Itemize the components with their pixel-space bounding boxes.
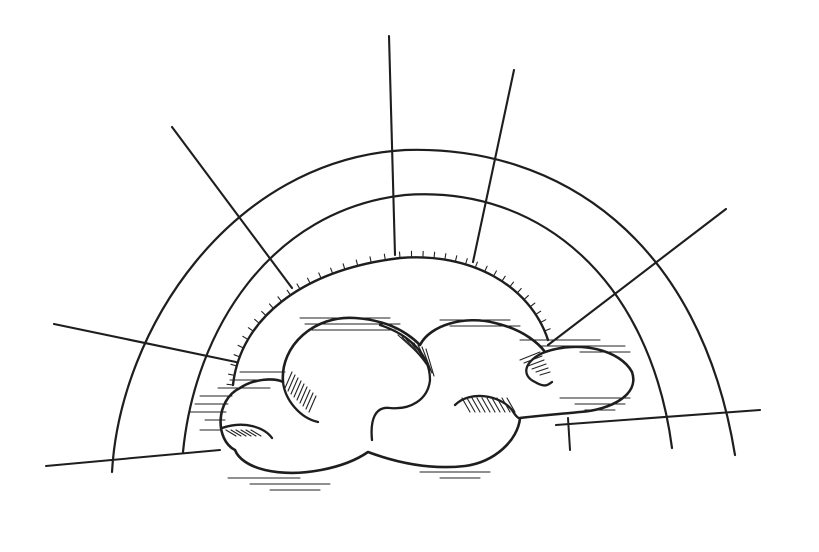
sun-dome-tick [539, 319, 547, 324]
hatch-stroke [481, 397, 491, 413]
hatch-stroke [250, 429, 262, 437]
sun-dome-tick [369, 256, 372, 264]
hatch-stroke [230, 429, 242, 437]
sun-dome-tick [501, 275, 506, 282]
sun-dome-tick [307, 277, 311, 285]
sun-ray [170, 125, 294, 290]
sun-dome-tick [330, 267, 334, 275]
sun-dome-tick [516, 287, 522, 294]
sun-dome-tick [286, 289, 292, 296]
hatch-stroke [466, 397, 476, 413]
sun-ray [52, 322, 238, 364]
sun-dome-tick [544, 328, 551, 332]
outer-arch [110, 148, 737, 474]
sun-ray [554, 408, 762, 427]
sun-dome-tick [444, 253, 447, 261]
cloud-fold [525, 350, 554, 387]
cloud-edge-stub [567, 417, 571, 451]
sun-dome-tick [535, 310, 542, 315]
sun-dome-tick [254, 318, 260, 324]
hatch-stroke [421, 346, 433, 374]
hatch-stroke [290, 377, 299, 395]
hatch-stroke [506, 397, 516, 413]
hatch-stroke [527, 359, 545, 367]
sun-dome-tick [383, 253, 386, 261]
hatch-stroke [486, 397, 496, 413]
sun-dome-ticks [226, 250, 551, 386]
sun-dome-tick [474, 261, 478, 269]
cloud-fold [220, 423, 274, 440]
cloud-fold [453, 394, 522, 420]
sun-ray [471, 68, 516, 264]
hatch-stroke [302, 389, 311, 407]
hatch-stroke [287, 374, 296, 392]
hatch-stroke [305, 392, 314, 410]
hatch-stroke [539, 371, 551, 376]
sun-dome-tick [318, 272, 322, 279]
hatch-stroke [535, 367, 549, 373]
sun-dome-tick [268, 303, 275, 310]
sun-ray [387, 34, 397, 257]
hatch-stroke [240, 429, 252, 437]
hatch-stroke [235, 429, 247, 437]
sun-rays [52, 34, 762, 427]
hatch-stroke [299, 386, 308, 404]
sun-dome-tick [529, 302, 536, 308]
sun-dome-tick [454, 255, 458, 263]
sun-dome-tick [247, 327, 254, 332]
hatch-stroke [425, 348, 435, 377]
hatch-stroke [531, 363, 547, 370]
sun-dome-tick [523, 295, 529, 301]
horizon-line [45, 449, 221, 467]
sun-dome-tick [226, 383, 234, 386]
cloud-fold [281, 380, 320, 424]
sun-dome-tick [355, 259, 359, 267]
sun-dome-tick [228, 373, 235, 376]
sun-dome-tick [433, 251, 436, 259]
sun-dome-tick [484, 265, 488, 273]
hatch-stroke [519, 351, 541, 361]
middle-arch [181, 193, 674, 454]
hatch-stroke [296, 383, 305, 401]
sun-dome-tick [464, 258, 468, 265]
hatch-stroke [284, 371, 293, 389]
sun-dome-tick [233, 354, 241, 358]
sun-dome-tick [230, 363, 238, 367]
hatch-stroke [476, 397, 486, 413]
sun-dome-tick [342, 263, 346, 271]
sun-ray [546, 207, 728, 347]
sun-dome-tick [261, 310, 267, 317]
hatch-stroke [491, 397, 501, 413]
cloud-fold [370, 323, 432, 442]
hatch-stroke [245, 429, 257, 437]
sun-dome-tick [277, 296, 283, 303]
cloud-folds [220, 323, 554, 442]
sun-dome [231, 256, 550, 387]
sun-dome-tick [509, 281, 515, 288]
cloud [219, 316, 635, 475]
hatch-stroke [308, 395, 317, 413]
hatch-stroke [225, 429, 237, 437]
sun-dome-tick [296, 283, 301, 290]
hatch-stroke [293, 380, 302, 398]
sun-dome-tick [242, 335, 249, 340]
hatch-stroke [471, 397, 481, 413]
sun-dome-tick [237, 344, 245, 349]
sun-dome-tick [492, 270, 497, 277]
